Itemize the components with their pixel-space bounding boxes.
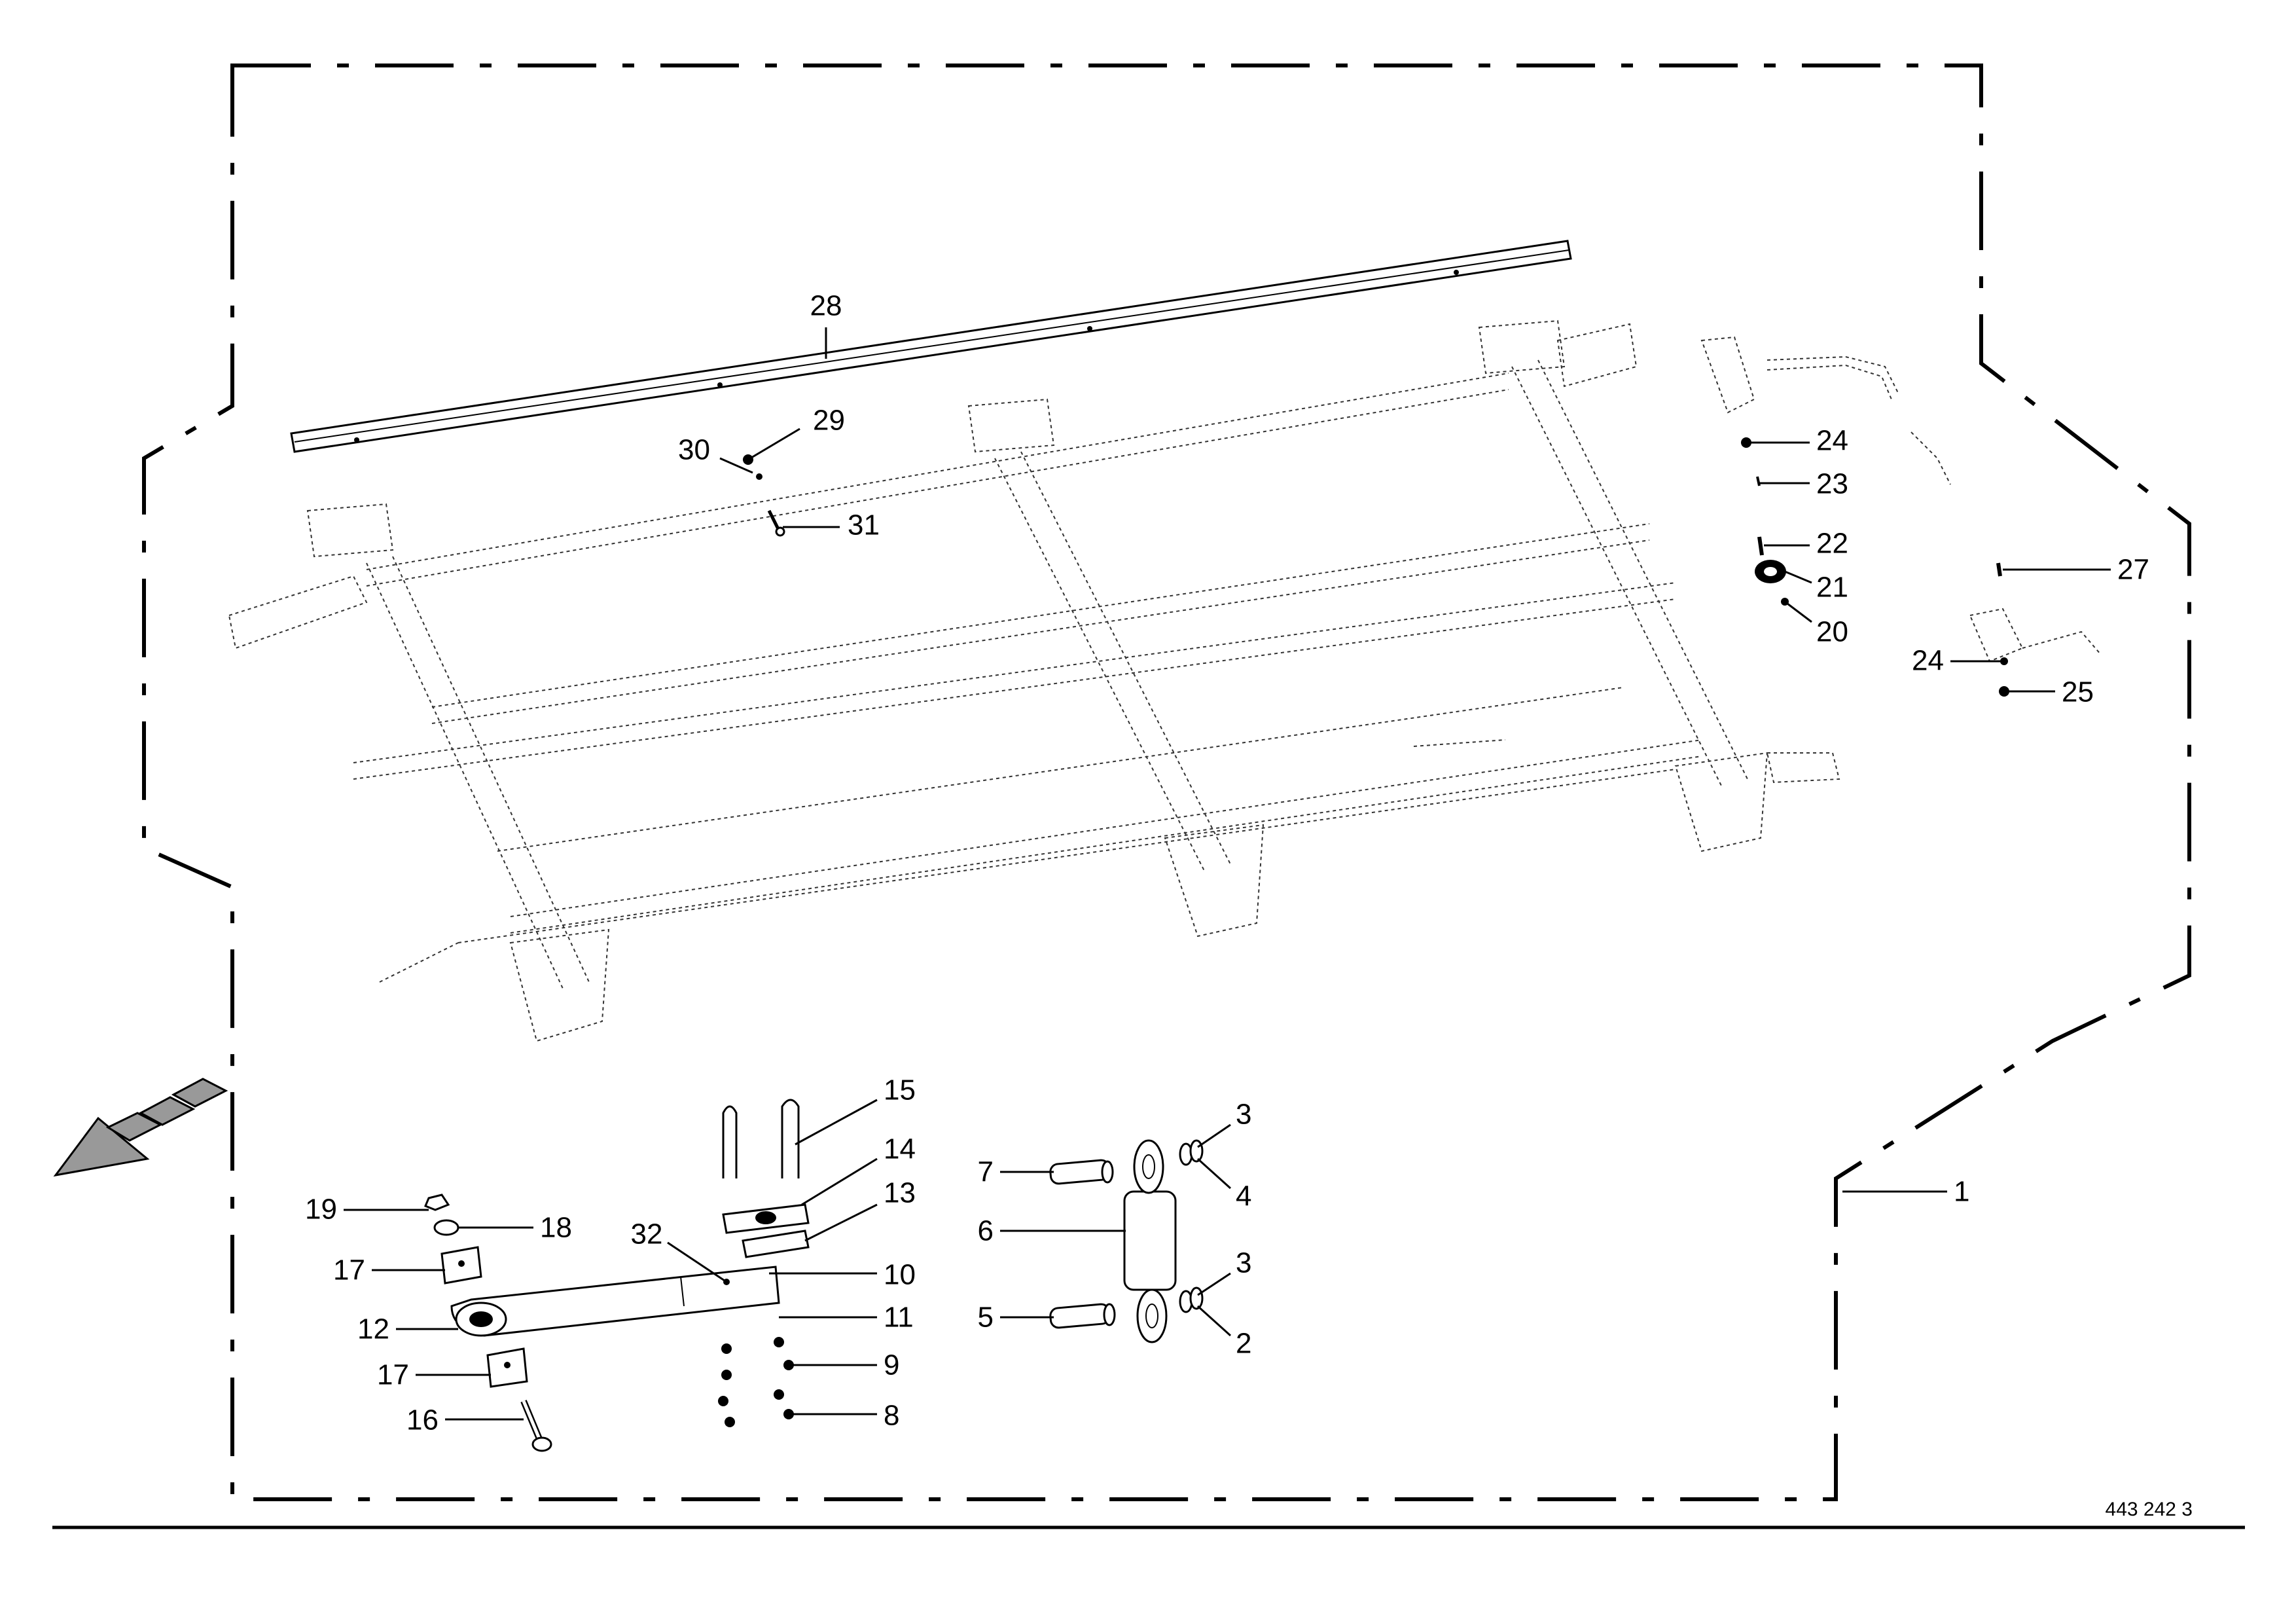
- callout-label: 12: [357, 1313, 389, 1345]
- callout-17-lower: 17: [377, 1359, 491, 1391]
- part-15-u-bolts: [722, 1099, 800, 1178]
- callout-5: 5: [978, 1302, 1054, 1334]
- callout-label: 7: [978, 1156, 994, 1188]
- callout-24-top: 24: [1746, 425, 1848, 457]
- part-5-sleeve: [1049, 1303, 1111, 1329]
- callout-label: 22: [1816, 528, 1848, 560]
- callout-14: 14: [801, 1133, 916, 1206]
- callout-21: 21: [1780, 568, 1848, 604]
- part-17-bracket-lower: [486, 1347, 528, 1388]
- callout-label: 13: [884, 1177, 916, 1209]
- callout-label: 8: [884, 1400, 899, 1432]
- callout-label: 10: [884, 1259, 916, 1291]
- part-2-3-bushings-lower: [1179, 1286, 1204, 1313]
- callout-8: 8: [789, 1400, 899, 1432]
- part-7-sleeve: [1049, 1159, 1111, 1185]
- callout-13: 13: [804, 1177, 916, 1242]
- callout-15: 15: [795, 1074, 916, 1146]
- callout-label: 14: [884, 1133, 916, 1165]
- callout-3-upper: 3: [1197, 1099, 1251, 1148]
- part-19-nut: [424, 1194, 450, 1211]
- callout-27: 27: [2003, 554, 2149, 586]
- callout-18: 18: [458, 1212, 572, 1244]
- part-18-washer: [433, 1219, 459, 1236]
- callout-11: 11: [779, 1302, 914, 1334]
- part-27-screw: [1996, 562, 2002, 577]
- direction-arrow-icon: [53, 1078, 228, 1177]
- callout-label: 3: [1236, 1099, 1251, 1131]
- callout-31: 31: [783, 509, 880, 541]
- callout-label: 17: [333, 1254, 365, 1286]
- part-21-bushing: [1755, 560, 1786, 583]
- callout-label: 24: [1816, 425, 1848, 457]
- callout-label: 2: [1236, 1328, 1251, 1360]
- callout-2: 2: [1196, 1305, 1251, 1360]
- callout-1: 1: [1842, 1176, 1969, 1208]
- callout-label: 6: [978, 1215, 994, 1247]
- callout-label: 27: [2117, 554, 2149, 586]
- callout-9: 9: [789, 1349, 899, 1381]
- callout-label: 20: [1816, 616, 1848, 648]
- callout-12: 12: [357, 1313, 458, 1345]
- part-17-bracket-upper: [440, 1246, 482, 1285]
- callout-32: 32: [631, 1218, 727, 1283]
- callout-label: 15: [884, 1074, 916, 1106]
- callout-label: 21: [1816, 572, 1848, 604]
- part-14-clamp-plate: [722, 1203, 810, 1234]
- callout-10: 10: [769, 1259, 916, 1291]
- callout-label: 29: [813, 405, 845, 437]
- part-23-pin: [1756, 476, 1761, 486]
- callout-23: 23: [1759, 468, 1848, 500]
- part-11-leaf-spring: [450, 1266, 780, 1337]
- callout-label: 1: [1954, 1176, 1969, 1208]
- callout-label: 19: [305, 1194, 337, 1226]
- callout-label: 32: [631, 1218, 663, 1250]
- callout-7: 7: [978, 1156, 1054, 1188]
- callout-label: 25: [2062, 676, 2094, 708]
- callout-label: 24: [1912, 645, 1944, 677]
- callout-19: 19: [305, 1194, 429, 1226]
- callout-label: 30: [678, 434, 710, 466]
- part-31-bolt: [767, 509, 785, 537]
- callout-label: 5: [978, 1302, 994, 1334]
- part-8-9-nuts: [718, 1337, 794, 1427]
- callout-label: 18: [540, 1212, 572, 1244]
- callout-label: 17: [377, 1359, 409, 1391]
- part-16-bolt: [520, 1400, 552, 1452]
- callout-17-upper: 17: [333, 1254, 445, 1286]
- callout-4: 4: [1196, 1158, 1251, 1213]
- callout-3-lower: 3: [1197, 1247, 1251, 1296]
- callout-29: 29: [747, 405, 845, 461]
- part-6-shock-absorber: [1101, 1139, 1177, 1343]
- callout-16: 16: [406, 1404, 524, 1436]
- callout-30: 30: [678, 434, 753, 474]
- callout-28: 28: [810, 290, 842, 359]
- assembly-boundary: [142, 64, 2191, 1501]
- callout-24-right: 24: [1912, 645, 2004, 677]
- callout-25: 25: [2004, 676, 2094, 708]
- callout-label: 3: [1236, 1247, 1251, 1279]
- callout-6: 6: [978, 1215, 1126, 1247]
- callout-label: 4: [1236, 1180, 1251, 1213]
- valve-assembly: [1969, 608, 2102, 663]
- part-13-plate: [742, 1230, 810, 1258]
- callout-label: 28: [810, 290, 842, 322]
- callout-20: 20: [1784, 600, 1848, 648]
- part-30-washer: [756, 473, 762, 480]
- callout-label: 31: [848, 509, 880, 541]
- callout-22: 22: [1764, 528, 1848, 560]
- part-28-rail: [290, 240, 1572, 453]
- hose-assembly: [1700, 336, 1951, 485]
- callout-label: 16: [406, 1404, 439, 1436]
- part-22-screw: [1757, 536, 1764, 556]
- callout-label: 11: [884, 1302, 914, 1334]
- document-number: 443 242 3: [2106, 1499, 2193, 1520]
- callout-label: 9: [884, 1349, 899, 1381]
- chassis-frame: [228, 319, 1840, 1042]
- callout-label: 23: [1816, 468, 1848, 500]
